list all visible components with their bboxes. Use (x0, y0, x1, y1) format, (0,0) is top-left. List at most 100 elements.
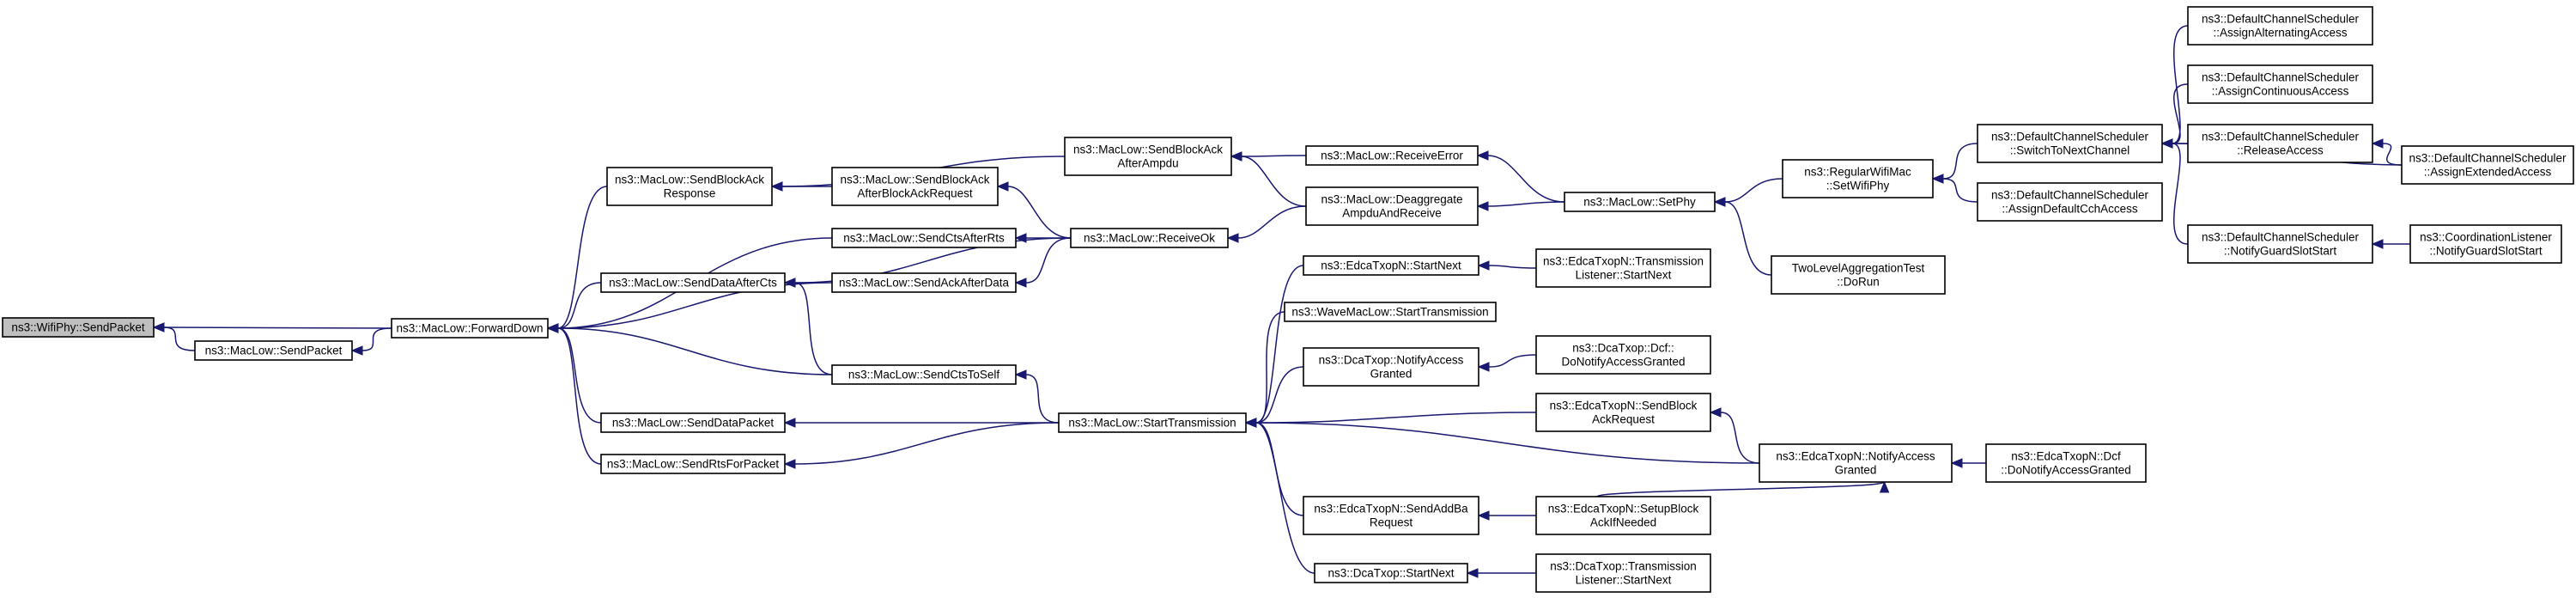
node-n30[interactable]: ns3::DefaultChannelScheduler::SwitchToNe… (1977, 124, 2163, 163)
node-n21[interactable]: ns3::MacLow::SetPhy (1564, 192, 1716, 212)
node-n17[interactable]: ns3::WaveMacLow::StartTransmission (1284, 302, 1497, 322)
node-label: ::SetWifiPhy (1826, 180, 1890, 192)
node-label: ns3::DcaTxop::NotifyAccess (1319, 354, 1464, 367)
node-n13[interactable]: ns3::MacLow::StartTransmission (1058, 412, 1247, 433)
node-label: ns3::DefaultChannelScheduler (2409, 152, 2567, 165)
arrowhead-n20-to-n13 (1244, 418, 1257, 428)
node-n6[interactable]: ns3::MacLow::SendRtsForPacket (600, 454, 786, 474)
node-label: Request (1370, 516, 1413, 529)
node-label: ns3::MacLow::ReceiveError (1321, 150, 1463, 162)
edge-n12-to-n7 (1007, 186, 1072, 239)
node-n34[interactable]: ns3::DefaultChannelScheduler::AssignAlte… (2187, 6, 2373, 46)
edge-n30-to-n27 (1942, 143, 1978, 180)
node-n7[interactable]: ns3::MacLow::SendBlockAckAfterBlockAckRe… (831, 167, 999, 206)
node-n20[interactable]: ns3::DcaTxop::StartNext (1314, 563, 1468, 583)
node-label: ::AssignAlternatingAccess (2213, 27, 2347, 40)
node-label: Granted (1835, 464, 1877, 477)
arrowhead-n6-to-n2 (546, 323, 559, 333)
node-n1[interactable]: ns3::MacLow::SendPacket (194, 340, 353, 361)
node-box (1535, 496, 1711, 535)
edge-n34-to-n30 (2172, 25, 2189, 144)
node-n31[interactable]: ns3::DefaultChannelScheduler::AssignDefa… (1977, 182, 2163, 222)
node-n8[interactable]: ns3::MacLow::SendCtsAfterRts (831, 228, 1017, 248)
node-label: Granted (1370, 368, 1413, 381)
edge-n27-to-n21 (1724, 178, 1783, 203)
arrowhead-n28-to-n21 (1713, 197, 1726, 207)
node-n4[interactable]: ns3::MacLow::SendDataAfterCts (600, 272, 786, 293)
node-label: ns3::MacLow::SetPhy (1583, 196, 1696, 209)
edge-n10-to-n2 (557, 327, 833, 375)
node-label: ns3::EdcaTxopN::Dcf (2011, 450, 2121, 463)
node-n35[interactable]: ns3::DefaultChannelScheduler::AssignCont… (2187, 64, 2373, 104)
node-box (831, 272, 1017, 293)
edge-n6-to-n2 (557, 327, 602, 465)
node-n9[interactable]: ns3::MacLow::SendAckAfterData (831, 272, 1017, 293)
node-label: ::NotifyGuardSlotStart (2224, 245, 2337, 258)
node-n26[interactable]: ns3::DcaTxop::TransmissionListener::Star… (1535, 553, 1711, 593)
edge-n23-to-n18 (1488, 354, 1537, 368)
arrowhead-n32-to-n30 (2160, 138, 2173, 149)
node-n16[interactable]: ns3::EdcaTxopN::StartNext (1303, 255, 1479, 276)
node-n37[interactable]: ns3::CoordinationListener::NotifyGuardSl… (2409, 224, 2562, 264)
node-box (1058, 412, 1247, 433)
edge-n18-to-n13 (1255, 366, 1304, 424)
edge-n2-to-n1 (361, 327, 392, 351)
edge-n10-to-n4 (794, 282, 833, 375)
node-label: ns3::MacLow::SendBlockAck (615, 174, 764, 186)
edge-n5-to-n2 (557, 327, 602, 424)
arrowhead-n13-to-n10 (1014, 369, 1027, 380)
arrowhead-n7-to-n3 (770, 181, 783, 192)
node-label: DoNotifyAccessGranted (1561, 356, 1685, 369)
node-label: ::ReleaseAccess (2237, 144, 2324, 157)
node-label: Listener::StartNext (1576, 574, 1672, 587)
node-n23[interactable]: ns3::DcaTxop::Dcf::DoNotifyAccessGranted (1535, 335, 1711, 375)
arrowhead-n21-to-n15 (1476, 201, 1489, 211)
node-n33[interactable]: ns3::EdcaTxopN::Dcf::DoNotifyAccessGrant… (1985, 443, 2147, 483)
node-n38[interactable]: ns3::DefaultChannelScheduler::AssignExte… (2401, 145, 2574, 185)
edge-n17-to-n13 (1255, 311, 1285, 424)
node-n28[interactable]: TwoLevelAggregationTest::DoRun (1771, 255, 1946, 295)
node-n0[interactable]: ns3::WifiPhy::SendPacket (2, 317, 155, 338)
node-n12[interactable]: ns3::MacLow::ReceiveOk (1070, 228, 1229, 248)
arrowhead-n31-to-n27 (1931, 174, 1944, 184)
node-n32[interactable]: ns3::DefaultChannelScheduler::NotifyGuar… (2187, 224, 2373, 264)
node-box (1303, 496, 1479, 535)
node-n36[interactable]: ns3::DefaultChannelScheduler::ReleaseAcc… (2187, 124, 2373, 163)
node-box (831, 228, 1017, 248)
edge-n21-to-n15 (1487, 201, 1565, 207)
edge-n4-to-n2 (557, 282, 602, 329)
node-box (600, 412, 786, 433)
node-n2[interactable]: ns3::MacLow::ForwardDown (391, 318, 549, 339)
node-n14[interactable]: ns3::MacLow::ReceiveError (1305, 145, 1479, 166)
edge-n38-to-n36 (2382, 143, 2403, 166)
node-label: ::AssignExtendedAccess (2424, 166, 2552, 179)
node-label: ns3::DcaTxop::Transmission (1550, 560, 1697, 573)
node-n10[interactable]: ns3::MacLow::SendCtsToSelf (831, 364, 1017, 385)
arrowhead-n15-to-n11 (1230, 151, 1242, 162)
node-box (831, 364, 1017, 385)
node-label: ns3::WifiPhy::SendPacket (11, 321, 145, 334)
node-n29[interactable]: ns3::EdcaTxopN::NotifyAccessGranted (1759, 443, 1953, 483)
node-n18[interactable]: ns3::DcaTxop::NotifyAccessGranted (1303, 347, 1479, 387)
node-box (1771, 255, 1946, 295)
node-label: AmpduAndReceive (1342, 207, 1442, 220)
node-box (600, 454, 786, 474)
node-label: AckIfNeeded (1590, 516, 1656, 529)
node-label: ::DoRun (1837, 276, 1880, 289)
arrowhead-n12-to-n9 (1014, 278, 1027, 288)
node-n5[interactable]: ns3::MacLow::SendDataPacket (600, 412, 786, 433)
node-n27[interactable]: ns3::RegularWifiMac::SetWifiPhy (1782, 159, 1934, 198)
node-box (2187, 6, 2373, 46)
node-label: ns3::EdcaTxopN::StartNext (1321, 259, 1461, 272)
edge-n13-to-n6 (794, 422, 1060, 465)
node-label: TwoLevelAggregationTest (1792, 262, 1925, 275)
node-label: AfterBlockAckRequest (857, 187, 973, 200)
node-label: ns3::MacLow::SendDataAfterCts (609, 277, 777, 290)
node-n22[interactable]: ns3::EdcaTxopN::TransmissionListener::St… (1535, 248, 1711, 288)
